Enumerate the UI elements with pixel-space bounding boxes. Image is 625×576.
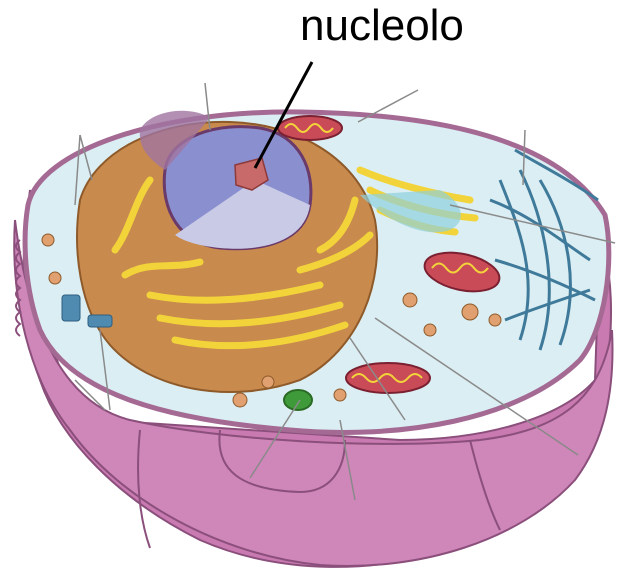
- mitochondrion: [278, 116, 342, 140]
- nucleolus-label: nucleolo: [300, 4, 464, 48]
- mitochondrion: [346, 363, 430, 393]
- lysosome: [284, 390, 312, 410]
